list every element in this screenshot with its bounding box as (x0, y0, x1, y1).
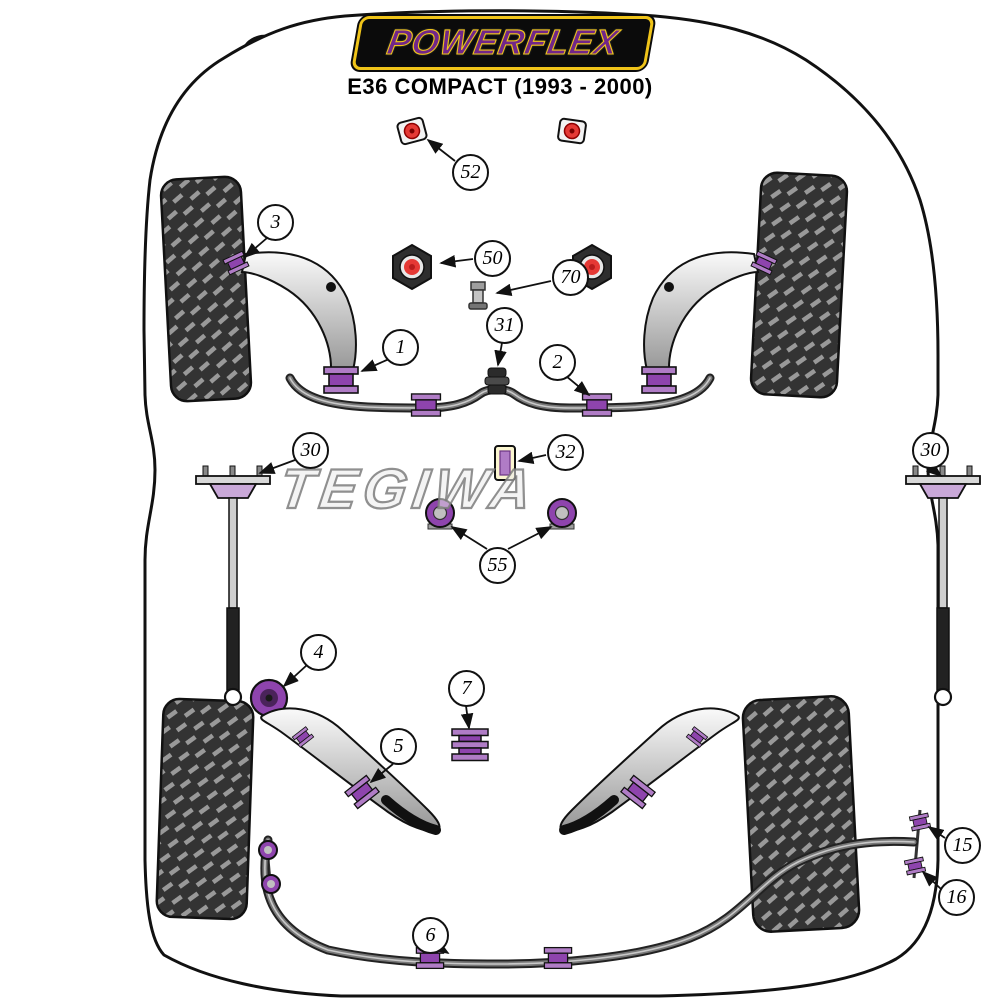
bushing-7-diff-mount (451, 728, 489, 762)
callout-30-left: 30 (292, 432, 329, 469)
trailing-arm-right-tip (559, 795, 619, 835)
rear-anti-roll-bar (258, 809, 932, 970)
bushing-4-trailing-arm-left (249, 678, 289, 718)
trailing-arm-left-tip (381, 795, 441, 835)
callout-2: 2 (539, 344, 576, 381)
callout-4: 4 (300, 634, 337, 671)
mount-52-right (557, 117, 587, 145)
gearbox-mounts (396, 116, 587, 146)
wheel-rear-left (155, 697, 255, 921)
wheel-rear-right (741, 695, 861, 933)
wheel-front-left (159, 175, 253, 403)
bushing-2-arb-right (581, 393, 613, 417)
bushing-55-left (425, 498, 455, 530)
callout-7: 7 (448, 670, 485, 707)
wheels (155, 171, 861, 933)
callout-32: 32 (547, 434, 584, 471)
engine-mount-left (392, 243, 432, 291)
callout-1: 1 (382, 329, 419, 366)
front-suspension (222, 250, 778, 417)
ball-joint-left (326, 282, 336, 292)
steering-coupling-70 (468, 281, 488, 310)
ball-joint-right (664, 282, 674, 292)
bushing-55-right (547, 498, 577, 530)
bushing-6-arb-right (543, 946, 573, 970)
powerflex-logo-text: POWERFLEX (384, 22, 623, 62)
bushing-1-arm-rear-left (323, 366, 359, 394)
powerflex-logo: POWERFLEX (351, 16, 655, 70)
bushing-1-arm-rear-right (641, 366, 677, 394)
model-subtitle: E36 COMPACT (1993 - 2000) (347, 74, 653, 99)
mid-chassis (195, 445, 981, 707)
callout-3: 3 (257, 204, 294, 241)
callout-15: 15 (944, 827, 981, 864)
callout-30-right: 30 (912, 432, 949, 469)
bushing-2-arb-left (410, 393, 442, 417)
subframe-mount-30-left (195, 465, 271, 707)
part-32-shifter-bushing (494, 445, 516, 481)
callout-arrows (243, 138, 946, 954)
callout-50: 50 (474, 240, 511, 277)
callout-55: 55 (479, 547, 516, 584)
mount-52-left (396, 116, 428, 146)
callout-70: 70 (552, 259, 589, 296)
engine-mounts (392, 243, 612, 310)
callout-5: 5 (380, 728, 417, 765)
callout-16: 16 (938, 879, 975, 916)
callout-31: 31 (486, 307, 523, 344)
wheel-front-right (749, 171, 849, 399)
subframe-mount-30-right (905, 465, 981, 707)
callout-6: 6 (412, 917, 449, 954)
callout-52: 52 (452, 154, 489, 191)
bushing-31-center (484, 367, 510, 395)
rear-suspension (249, 678, 932, 970)
